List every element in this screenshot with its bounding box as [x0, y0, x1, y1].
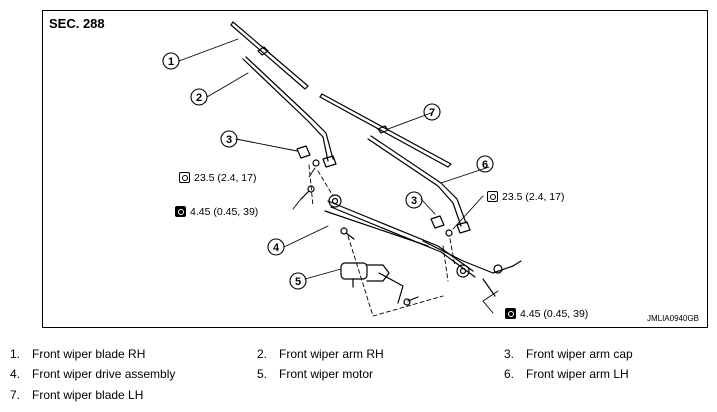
- torque-spec-rh-arm: 23.5 (2.4, 17): [179, 172, 256, 184]
- wiper-diagram: 1 2 3 3 4 5 6 7: [162, 21, 522, 317]
- torque-leaders: [292, 167, 499, 314]
- legend-label: Front wiper blade RH: [32, 347, 146, 361]
- callout-2: 2: [196, 92, 202, 104]
- torque-spec-rh-bolt: 4.45 (0.45, 39): [175, 206, 258, 218]
- wiper-arm-cap-rh: [296, 145, 320, 167]
- leader-lines: [178, 38, 490, 280]
- legend-label: Front wiper blade LH: [32, 388, 144, 402]
- guide-lines: [308, 164, 456, 317]
- legend-label: Front wiper arm RH: [279, 347, 384, 361]
- callout-4: 4: [273, 242, 280, 254]
- wiper-arm-rh: [242, 56, 337, 168]
- torque-spec-lh-arm: 23.5 (2.4, 17): [487, 191, 564, 203]
- legend-item-4: 4.Front wiper drive assembly: [10, 367, 176, 381]
- callout-1: 1: [168, 56, 174, 68]
- wiper-blade-lh: [319, 93, 452, 168]
- legend-item-2: 2.Front wiper arm RH: [257, 347, 384, 361]
- torque-wrench-icon-black: [505, 308, 516, 319]
- legend-label: Front wiper arm cap: [526, 347, 633, 361]
- torque-wrench-icon-black: [175, 206, 186, 217]
- wiper-drive-assembly: [324, 194, 522, 297]
- callout-3a: 3: [226, 134, 232, 146]
- torque-wrench-icon: [487, 191, 498, 202]
- torque-value: 4.45 (0.45, 39): [190, 206, 259, 218]
- legend-label: Front wiper arm LH: [526, 367, 629, 381]
- torque-value: 4.45 (0.45, 39): [520, 308, 589, 320]
- callout-3b: 3: [411, 195, 417, 207]
- legend-label: Front wiper drive assembly: [32, 367, 176, 381]
- section-label: SEC. 288: [49, 16, 105, 31]
- callout-5: 5: [295, 276, 301, 288]
- torque-value: 23.5 (2.4, 17): [194, 172, 257, 184]
- bolts: [300, 185, 419, 306]
- legend-item-6: 6.Front wiper arm LH: [504, 367, 629, 381]
- legend-item-7: 7.Front wiper blade LH: [10, 388, 144, 402]
- callout-6: 6: [482, 159, 488, 171]
- figure-id: JMLIA0940GB: [646, 314, 699, 323]
- callout-numbers: 1 2 3 3 4 5 6 7: [168, 56, 488, 288]
- torque-value: 23.5 (2.4, 17): [502, 191, 565, 203]
- wiper-blade-rh: [230, 21, 309, 90]
- legend-label: Front wiper motor: [279, 367, 374, 381]
- torque-wrench-icon: [179, 172, 190, 183]
- torque-spec-lh-bolt: 4.45 (0.45, 39): [505, 308, 588, 320]
- callout-7: 7: [429, 107, 435, 119]
- diagram-frame: 1 2 3 3 4 5 6 7 SEC. 288 23.5 (2.4, 17) …: [42, 10, 708, 328]
- wiper-arm-cap-lh: [430, 215, 453, 237]
- legend-item-3: 3.Front wiper arm cap: [504, 347, 633, 361]
- legend-item-1: 1.Front wiper blade RH: [10, 347, 146, 361]
- wiper-motor: [340, 262, 404, 304]
- callout-circles: [162, 52, 494, 290]
- wiper-arm-lh: [367, 135, 471, 234]
- legend-item-5: 5.Front wiper motor: [257, 367, 374, 381]
